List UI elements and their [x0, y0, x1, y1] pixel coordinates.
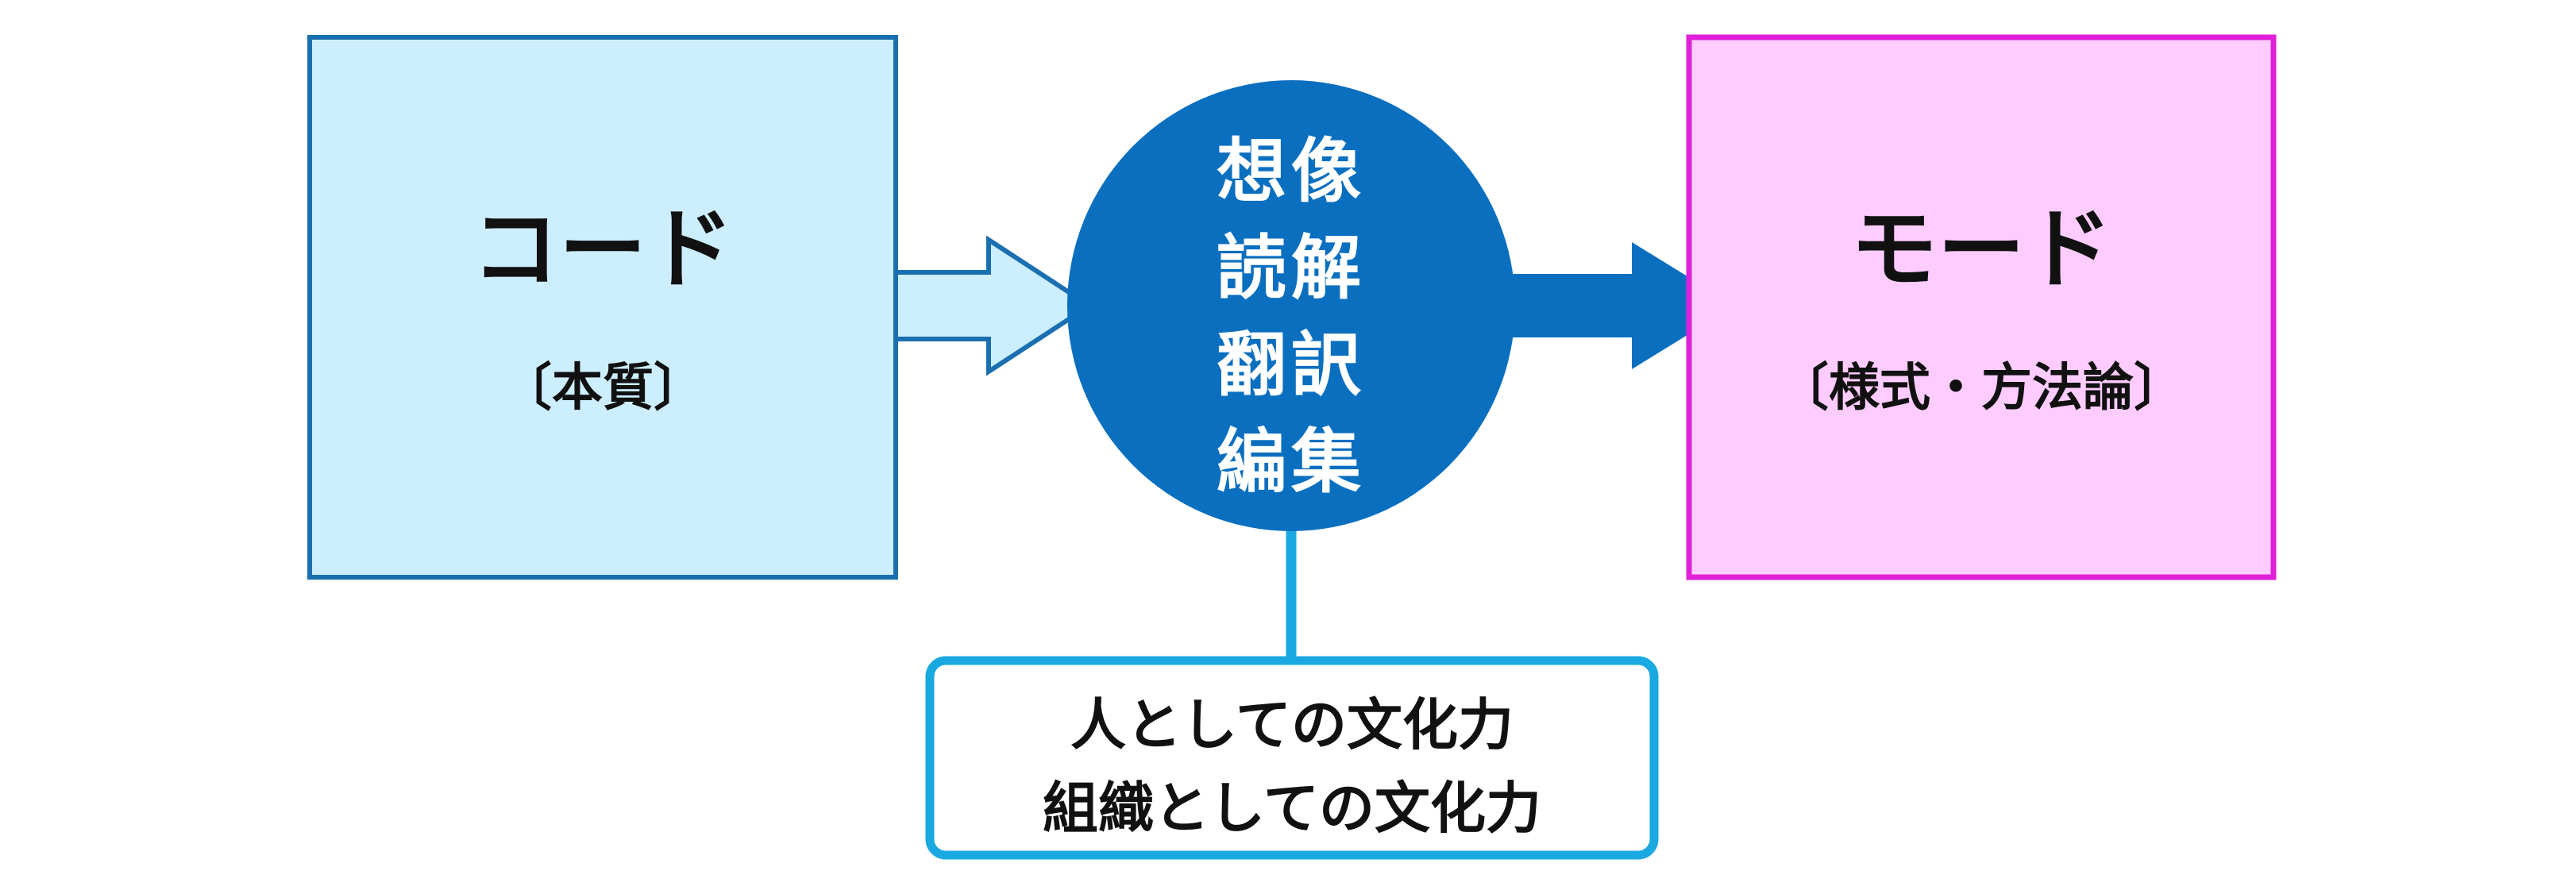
process-line-4: 編集: [1217, 421, 1366, 503]
mode-box: [1686, 34, 2277, 580]
left-arrow: [893, 235, 1094, 376]
process-line-3: 翻訳: [1217, 324, 1366, 406]
culture-line-1: 人としての文化力: [1070, 692, 1514, 757]
right-arrow: [1493, 242, 1735, 369]
mode-title: モード: [1850, 198, 2112, 300]
culture-line-2: 組織としての文化力: [1043, 776, 1541, 841]
process-line-1: 想像: [1217, 130, 1366, 212]
process-circle: [1067, 80, 1515, 531]
code-title: コード: [472, 198, 734, 300]
process-line-2: 読解: [1217, 227, 1366, 309]
culture-box: [925, 656, 1659, 860]
mode-subtitle: 〔様式・方法論〕: [1778, 359, 2185, 418]
code-box: [307, 35, 898, 580]
code-subtitle: 〔本質〕: [501, 359, 704, 418]
